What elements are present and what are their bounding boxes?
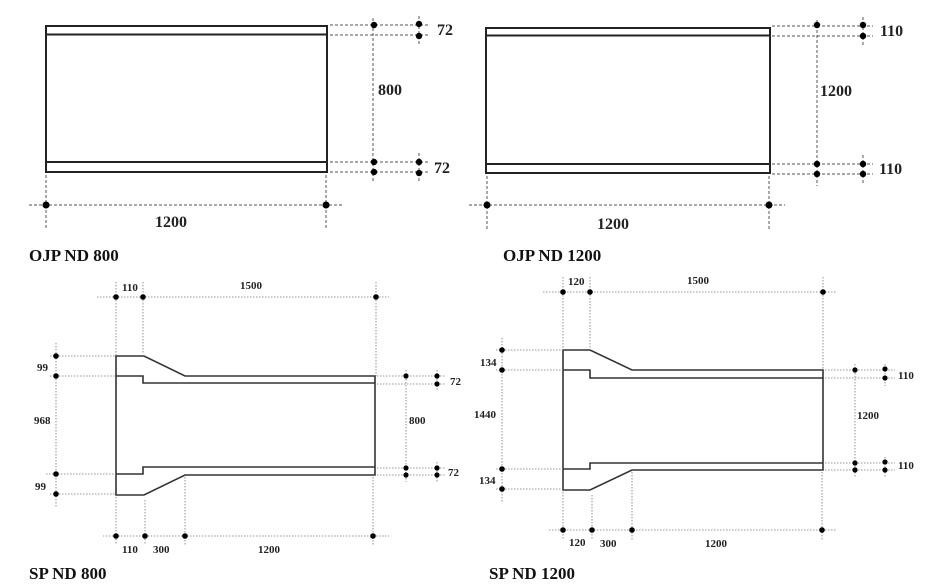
pipe-outline [45, 25, 328, 173]
figure-title-ojp-nd-800: OJP ND 800 [29, 246, 119, 265]
pipe-inner-top [563, 369, 823, 379]
pipe-outline [485, 27, 771, 174]
figure-sp-nd-1200: 120 1500 134 1440 134 110 1200 110 [474, 275, 914, 550]
figure-title-sp-nd-1200: SP ND 1200 [489, 564, 575, 583]
dim-left-inner: 968 [34, 415, 51, 427]
dim-bottom-barrel: 1200 [705, 538, 728, 550]
dim-wall-top: 110 [898, 370, 914, 382]
pipe-inner-bottom [116, 466, 375, 475]
dim-wall-bottom: 72 [434, 160, 450, 177]
dim-left-bell-bottom: 134 [479, 475, 496, 487]
figure-sp-nd-800: 110 1500 99 968 99 72 800 72 110 [34, 280, 462, 556]
dim-left-bell-top: 99 [37, 362, 49, 374]
dim-bottom-taper: 300 [600, 538, 617, 550]
figure-ojp-nd-800: 72 800 72 1200 [29, 16, 453, 231]
dim-wall-bottom: 72 [448, 467, 460, 479]
figure-title-sp-nd-800: SP ND 800 [29, 564, 107, 583]
dim-bottom-taper: 300 [153, 544, 170, 556]
dim-wall-top: 110 [880, 23, 903, 40]
pipe-outer-profile [562, 349, 824, 491]
dim-inner-diameter: 800 [409, 415, 426, 427]
dim-bottom-barrel: 1200 [258, 544, 281, 556]
dim-left-bell-top: 134 [480, 357, 497, 369]
dim-top-total: 1500 [240, 280, 263, 292]
figure-title-ojp-nd-1200: OJP ND 1200 [503, 246, 602, 265]
dim-bottom-socket: 120 [569, 537, 586, 549]
dim-top-socket: 110 [122, 282, 138, 294]
dim-top-total: 1500 [687, 275, 710, 287]
dim-inner-diameter: 1200 [820, 83, 852, 100]
dim-length: 1200 [155, 214, 187, 231]
dim-inner-diameter: 1200 [857, 410, 880, 422]
dim-wall-bottom: 110 [898, 460, 914, 472]
pipe-inner-bottom [563, 462, 823, 470]
dim-inner-diameter: 800 [378, 82, 402, 99]
dim-wall-bottom: 110 [879, 161, 902, 178]
dim-left-bell-bottom: 99 [35, 481, 47, 493]
pipe-inner-top [116, 375, 375, 384]
dim-wall-top: 72 [437, 22, 453, 39]
pipe-outer-profile [115, 355, 376, 496]
figure-ojp-nd-1200: 110 1200 110 1200 [469, 17, 903, 233]
dim-bottom-socket: 110 [122, 544, 138, 556]
dim-wall-top: 72 [450, 376, 462, 388]
dim-length: 1200 [597, 216, 629, 233]
dim-top-socket: 120 [568, 276, 585, 288]
dim-left-inner: 1440 [474, 409, 497, 421]
